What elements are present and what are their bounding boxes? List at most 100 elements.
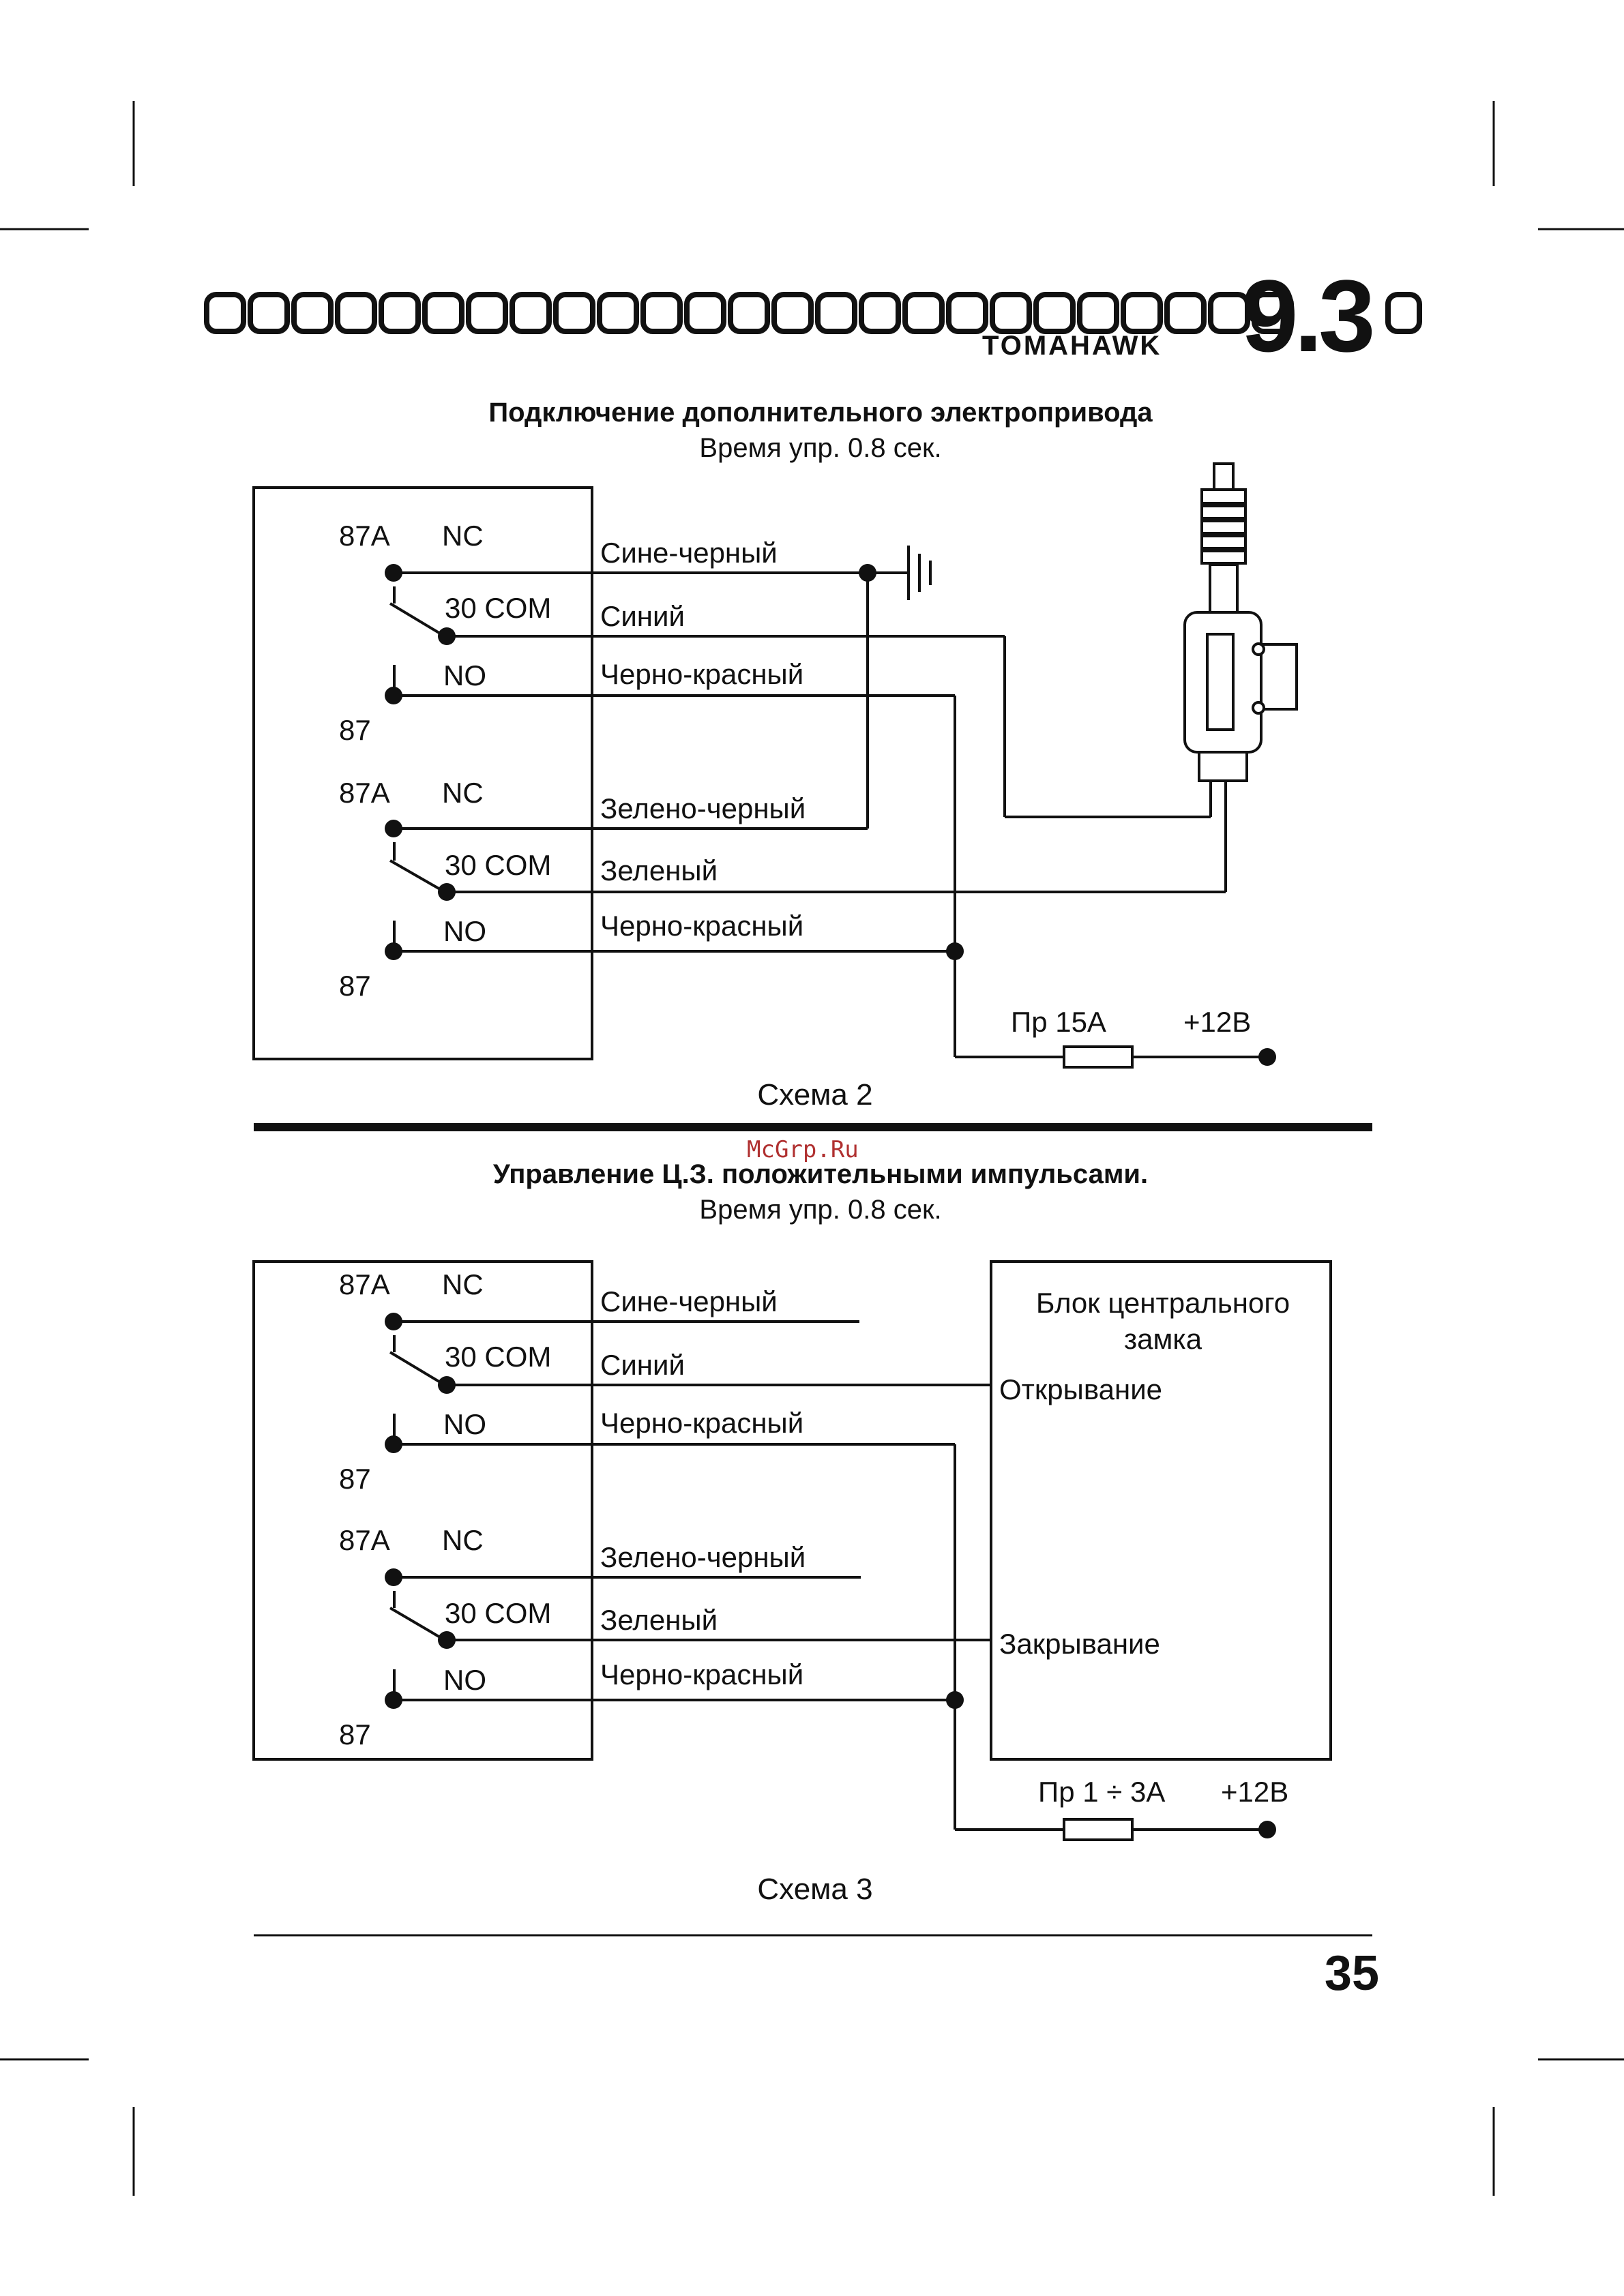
relay-label-nc: NC <box>442 777 484 809</box>
fuse-label: Пр 1 ÷ 3А <box>1038 1776 1165 1808</box>
relay-label-nc: NC <box>442 1268 484 1300</box>
ground-node <box>859 564 876 582</box>
logo-box <box>946 292 988 334</box>
relay-pin-87a: 87A <box>339 1524 390 1556</box>
relay-pin-87: 87 <box>339 1718 371 1750</box>
power-terminal <box>1258 1048 1276 1066</box>
diagram-2: Подключение дополнительного электроприво… <box>252 398 1298 1112</box>
logo-box <box>335 292 377 334</box>
logo-pattern <box>204 292 1422 334</box>
wire-label: Зеленый <box>600 1604 718 1636</box>
wire-labels: Сине-черный Синий Черно-красный Зелено-ч… <box>600 1285 806 1690</box>
wire-label: Синий <box>600 1349 685 1381</box>
node <box>438 883 456 901</box>
external-wiring <box>954 1444 1267 1831</box>
diagram-2-caption: Схема 2 <box>757 1078 872 1112</box>
relay-label-no: NO <box>443 915 486 947</box>
logo-box <box>990 292 1032 334</box>
relay-label-no: NO <box>443 1664 486 1696</box>
logo-box <box>640 292 683 334</box>
relay-label-no: NO <box>443 659 486 691</box>
node <box>385 1691 402 1709</box>
relay-2: 87A NC 30 COM NO 87 <box>339 1524 991 1750</box>
logo-box <box>1077 292 1119 334</box>
logo-box <box>859 292 901 334</box>
power-label: +12В <box>1183 1006 1251 1038</box>
power-label: +12В <box>1221 1776 1288 1808</box>
relay-label-com: 30 COM <box>445 592 551 624</box>
close-terminal-label: Закрывание <box>999 1628 1160 1660</box>
diagram-2-title: Подключение дополнительного электроприво… <box>488 398 1153 428</box>
logo-box <box>379 292 421 334</box>
wire-label: Зелено-черный <box>600 1541 806 1573</box>
header-logo: 9.3 TOMAHAWK <box>204 258 1422 373</box>
switch-arm <box>389 1351 446 1386</box>
relay-label-com: 30 COM <box>445 849 551 881</box>
logo-box <box>771 292 814 334</box>
wire-label: Черно-красный <box>600 658 803 690</box>
power-terminal <box>1258 1821 1276 1838</box>
relay-1: 87A NC 30 COM NO 87 <box>339 1268 991 1495</box>
wire-label: Черно-красный <box>600 910 803 942</box>
logo-box <box>1252 292 1294 334</box>
relay-label-com: 30 COM <box>445 1341 551 1373</box>
wire-label: Синий <box>600 600 685 632</box>
wire-label: Сине-черный <box>600 1285 778 1317</box>
logo-box <box>728 292 770 334</box>
relay-1: 87A NC 30 COM NO 87 <box>339 520 1005 746</box>
crop-marks <box>0 101 1624 2196</box>
wire-label: Черно-красный <box>600 1658 803 1690</box>
logo-box <box>1033 292 1076 334</box>
switch-arm <box>389 1607 446 1641</box>
relay-label-com: 30 COM <box>445 1597 551 1629</box>
logo-box <box>204 292 246 334</box>
node <box>385 942 402 960</box>
ground-icon <box>907 546 932 600</box>
diagram-2-subtitle: Время упр. 0.8 сек. <box>699 433 941 463</box>
logo-box <box>510 292 552 334</box>
fuse-icon <box>1063 1818 1134 1841</box>
logo-box <box>466 292 508 334</box>
relay-2: 87A NC 30 COM NO 87 <box>339 777 1226 1002</box>
central-lock-title: замка <box>1124 1323 1202 1355</box>
node <box>946 942 964 960</box>
fuse-icon <box>1063 1045 1134 1069</box>
logo-box <box>1208 292 1250 334</box>
logo-box <box>291 292 334 334</box>
diagram-3-caption: Схема 3 <box>757 1873 872 1906</box>
node <box>438 627 456 645</box>
diagram-3-subtitle: Время упр. 0.8 сек. <box>699 1195 941 1225</box>
relay-label-no: NO <box>443 1408 486 1440</box>
relay-pin-87a: 87A <box>339 777 390 809</box>
logo-box <box>422 292 464 334</box>
relay-block <box>252 486 593 1060</box>
relay-label-nc: NC <box>442 520 484 552</box>
central-lock-title: Блок центрального <box>1036 1287 1290 1319</box>
node <box>438 1631 456 1649</box>
fuse-label: Пр 15А <box>1011 1006 1106 1038</box>
node <box>438 1376 456 1394</box>
wire-label: Сине-черный <box>600 537 778 569</box>
relay-label-nc: NC <box>442 1524 484 1556</box>
relay-pin-87: 87 <box>339 714 371 746</box>
wire-label: Черно-красный <box>600 1407 803 1439</box>
node <box>385 564 402 582</box>
node <box>385 1435 402 1453</box>
relay-pin-87: 87 <box>339 1463 371 1495</box>
diagram-3-title: Управление Ц.З. положительными импульсам… <box>493 1159 1148 1189</box>
wire-label: Зелено-черный <box>600 792 806 824</box>
wire-label: Зеленый <box>600 854 718 886</box>
wire-labels: Сине-черный Синий Черно-красный Зелено-ч… <box>600 537 806 942</box>
switch-arm <box>389 602 446 638</box>
watermark: McGrp.Ru <box>747 1136 859 1163</box>
logo-box <box>902 292 945 334</box>
node <box>385 1568 402 1586</box>
relay-pin-87: 87 <box>339 970 371 1002</box>
node <box>385 820 402 837</box>
logo-box <box>1121 292 1163 334</box>
relay-block <box>252 1260 593 1761</box>
central-lock-block <box>990 1260 1332 1761</box>
external-wiring <box>866 571 1267 1058</box>
logo-box <box>815 292 857 334</box>
